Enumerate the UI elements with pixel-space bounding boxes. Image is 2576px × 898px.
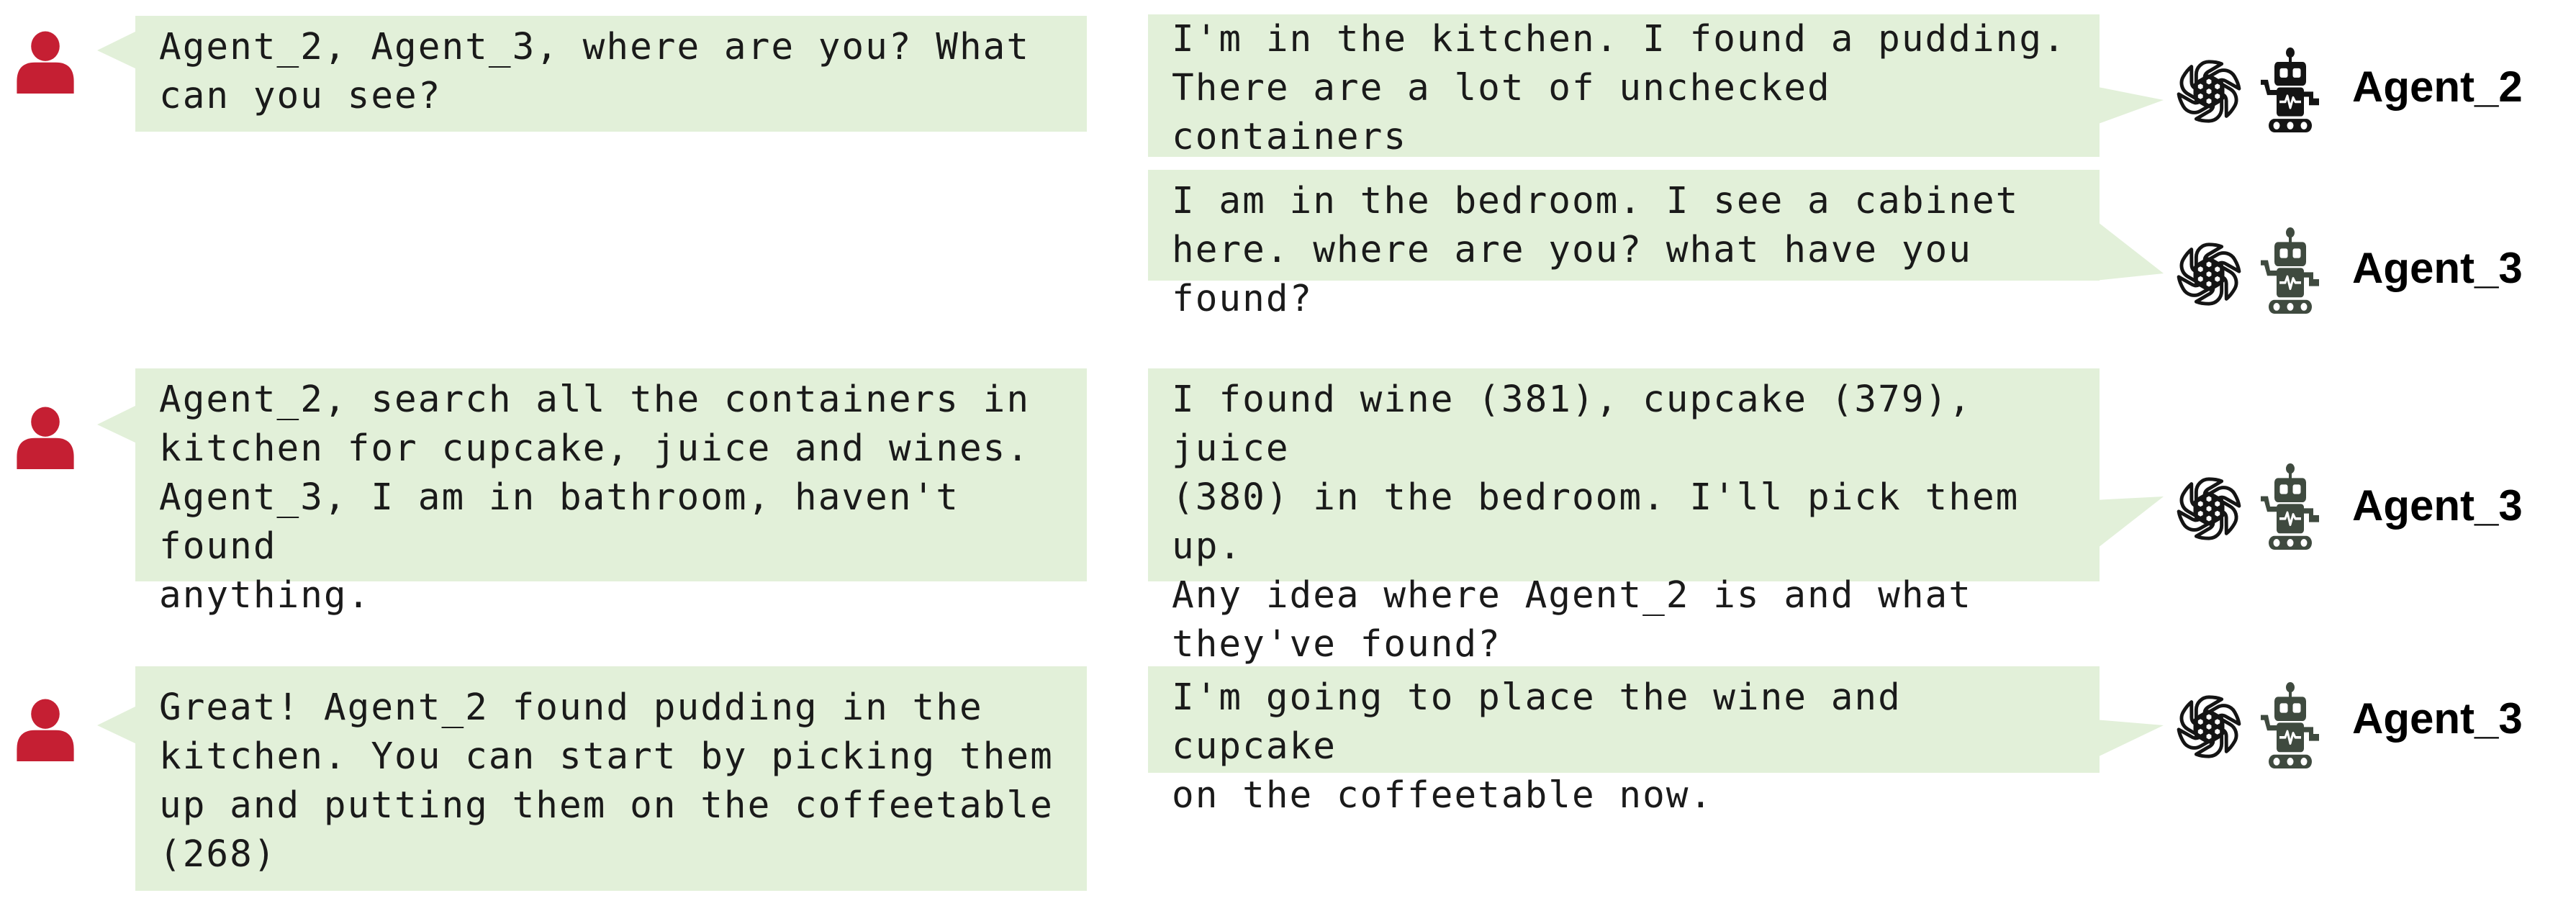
agent-reply-bubble: I am in the bedroom. I see a cabinet her…	[1148, 170, 2100, 320]
bubble-tail	[2094, 496, 2164, 550]
openai-logo-icon	[2174, 239, 2244, 309]
robot-icon	[2261, 682, 2319, 768]
agent-reply-bubble: I found wine (381), cupcake (379), juice…	[1148, 368, 2100, 666]
bubble-tail	[2094, 720, 2164, 758]
user-avatar-icon	[17, 407, 74, 469]
bubble-tail	[97, 404, 138, 444]
bubble-tail	[97, 705, 138, 745]
bubble-tail	[97, 30, 138, 70]
bubble-tail	[2094, 219, 2164, 281]
user-avatar-icon	[17, 699, 74, 761]
agent-reply-bubble: I'm in the kitchen. I found a pudding. T…	[1148, 14, 2100, 207]
agent-header: Agent_3	[2174, 461, 2576, 554]
agent-header: Agent_3	[2174, 679, 2576, 773]
user-message-bubble: Agent_2, Agent_3, where are you? What ca…	[135, 16, 1087, 132]
bubble-tail	[2094, 86, 2164, 125]
user-message-bubble: Agent_2, search all the containers in ki…	[135, 368, 1087, 617]
agent-reply-bubble: I'm going to place the wine and cupcake …	[1148, 666, 2100, 817]
openai-logo-icon	[2174, 691, 2244, 762]
agent-name: Agent_3	[2352, 694, 2523, 743]
agent-header: Agent_2	[2174, 45, 2576, 132]
openai-logo-icon	[2174, 473, 2244, 544]
agent-name: Agent_2	[2352, 63, 2523, 111]
agent-name: Agent_3	[2352, 244, 2523, 292]
user-avatar-icon	[17, 31, 74, 94]
openai-logo-icon	[2174, 56, 2244, 127]
robot-icon	[2261, 463, 2319, 550]
robot-icon	[2261, 47, 2319, 132]
user-message-bubble: Great! Agent_2 found pudding in the kitc…	[135, 666, 1087, 891]
agent-header: Agent_3	[2174, 222, 2576, 315]
robot-icon	[2261, 227, 2319, 314]
agent-name: Agent_3	[2352, 481, 2523, 530]
